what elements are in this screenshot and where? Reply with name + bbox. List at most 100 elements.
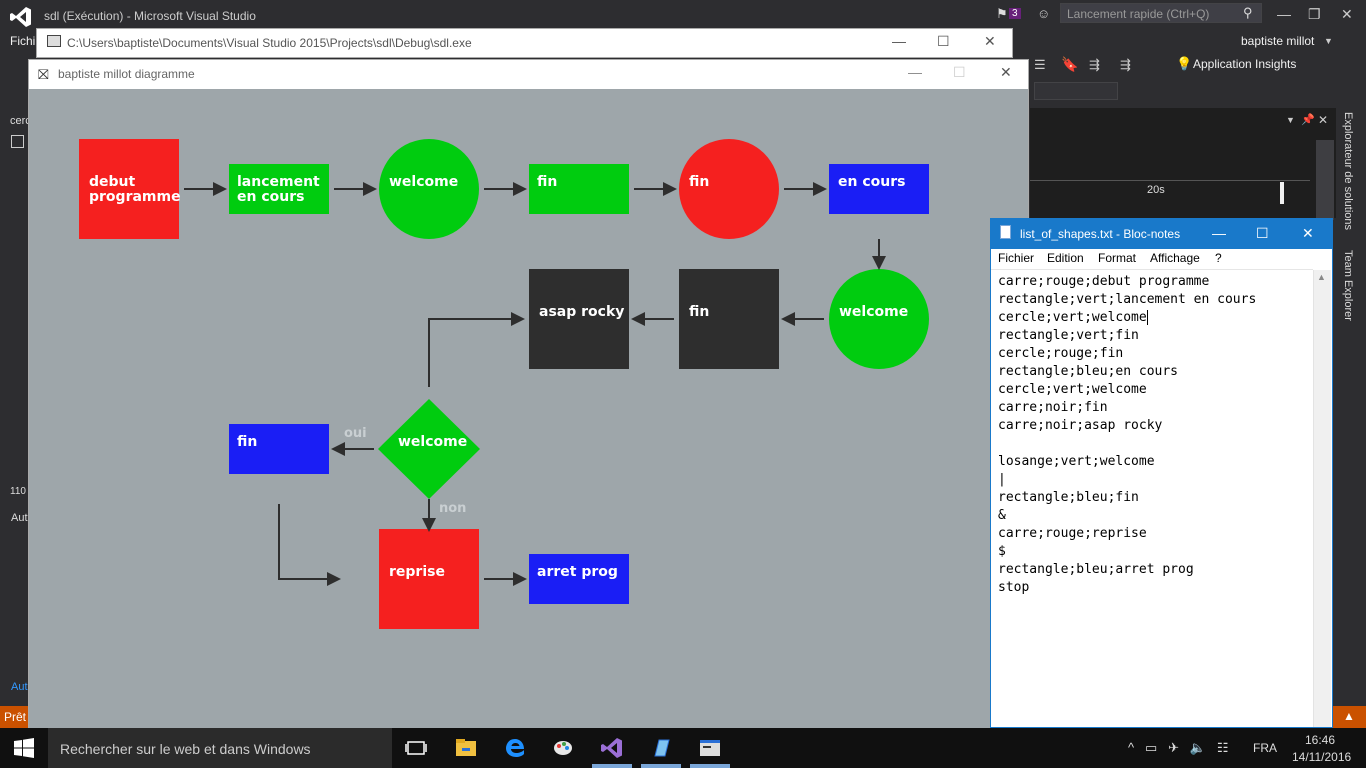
label-lancement-line1: lancement [237, 174, 320, 190]
battery-icon[interactable]: ▭ [1144, 740, 1158, 755]
taskbar-search-box[interactable] [48, 728, 392, 768]
label-welcome-2: welcome [839, 304, 909, 320]
clock-time[interactable]: 16:46 [1304, 733, 1336, 747]
notepad-taskbar-icon[interactable] [649, 736, 673, 760]
text-line [998, 435, 1256, 453]
notepad-scrollbar[interactable] [1313, 270, 1331, 727]
sdl-close-icon[interactable]: ✕ [1000, 64, 1012, 80]
search-icon[interactable]: ⚲ [1243, 5, 1253, 20]
text-line: losange;vert;welcome [998, 454, 1155, 469]
paint-app-icon[interactable] [551, 736, 575, 760]
task-view-icon[interactable] [404, 736, 428, 760]
notification-flag-icon[interactable]: ⚑ [996, 6, 1008, 21]
taskbar-search-placeholder[interactable]: Rechercher sur le web et dans Windows [60, 741, 311, 757]
console-maximize-icon[interactable]: ☐ [937, 33, 950, 49]
timeline-marker[interactable] [1280, 182, 1284, 204]
branch-yes-label: oui [344, 426, 367, 441]
label-welcome-diamond: welcome [398, 434, 468, 450]
console-minimize-icon[interactable]: — [892, 33, 906, 49]
timeline-label: 20s [1147, 184, 1165, 196]
notepad-window[interactable] [990, 218, 1333, 728]
shape-fin-blue [229, 424, 329, 474]
feedback-icon[interactable]: ☺ [1037, 6, 1051, 21]
zoom-level[interactable]: 110 [10, 486, 26, 497]
shape-en-cours [829, 164, 929, 214]
show-hidden-icon[interactable]: ^ [1128, 740, 1135, 755]
shape-fin-dark [679, 269, 779, 369]
pin-icon[interactable]: 📌 [1301, 114, 1315, 126]
console-close-icon[interactable]: ✕ [984, 33, 996, 49]
autos-tab-2[interactable]: Aut [11, 681, 28, 693]
notepad-close-icon[interactable]: ✕ [1302, 225, 1314, 241]
vs-window-title: sdl (Exécution) - Microsoft Visual Studi… [44, 9, 256, 23]
notepad-menubar [991, 249, 1332, 269]
notepad-menu-fichier[interactable]: Fichier [998, 251, 1035, 265]
action-center-icon[interactable]: ☷ [1216, 740, 1229, 755]
text-line: carre;noir;fin [998, 400, 1108, 415]
notepad-menu-help[interactable]: ? [1215, 251, 1222, 265]
autos-tab[interactable]: Aut [11, 512, 28, 524]
quick-launch-input[interactable]: Lancement rapide (Ctrl+Q) [1060, 3, 1262, 23]
system-tray-icons[interactable]: ^ ▭ ✈ 🔈 ☷ [1128, 740, 1229, 756]
text-line: cercle;rouge;fin [998, 346, 1124, 361]
console-taskbar-icon[interactable] [698, 736, 722, 760]
diagnostic-tools-panel [1030, 108, 1336, 218]
application-insights-button[interactable]: Application Insights [1193, 57, 1297, 71]
shape-welcome-circle-2 [829, 269, 929, 369]
user-chevron-icon[interactable]: ▼ [1324, 36, 1333, 46]
publish-arrow-icon[interactable]: ▲ [1343, 709, 1355, 723]
lightbulb-icon: 💡 [1176, 56, 1193, 71]
toolbar-icon-2[interactable]: ⇶ [1089, 57, 1100, 72]
notepad-menu-edition[interactable]: Edition [1047, 251, 1084, 265]
panel-scrollbar[interactable] [1316, 140, 1334, 220]
vs-maximize-icon[interactable]: ❐ [1308, 6, 1321, 22]
vs-menu-file[interactable]: Fichi [10, 34, 36, 48]
sdl-window-title: baptiste millot diagramme [58, 67, 195, 81]
label-lancement: lancement en cours [237, 175, 320, 205]
visual-studio-logo-icon [10, 7, 31, 27]
toolbar-icon-3[interactable]: ⇶ [1120, 57, 1131, 72]
diagram-svg [79, 139, 929, 629]
notepad-app-icon [1000, 225, 1011, 239]
notepad-menu-affichage[interactable]: Affichage [1150, 251, 1200, 265]
input-language[interactable]: FRA [1253, 741, 1277, 755]
timeline-ruler [1030, 180, 1310, 181]
notification-count-badge: 3 [1009, 8, 1021, 19]
sdl-minimize-icon[interactable]: — [908, 64, 922, 80]
team-explorer-tab[interactable]: Team Explorer [1342, 250, 1354, 321]
file-explorer-icon[interactable] [454, 736, 478, 760]
clock-date[interactable]: 14/11/2016 [1292, 750, 1352, 764]
vs-panel-icon[interactable] [11, 135, 24, 148]
notepad-menu-format[interactable]: Format [1098, 251, 1137, 265]
scroll-up-icon[interactable]: ▲ [1317, 272, 1326, 282]
label-debut-line1: debut [89, 174, 136, 190]
vs-user-account[interactable]: baptiste millot [1241, 34, 1315, 48]
notepad-minimize-icon[interactable]: — [1212, 225, 1226, 241]
console-window[interactable] [36, 28, 1013, 58]
label-asap-rocky: asap rocky [539, 304, 625, 320]
notepad-maximize-icon[interactable]: ☐ [1256, 225, 1269, 241]
branch-no-label: non [439, 501, 467, 516]
panel-dropdown-icon[interactable]: ▼ [1286, 115, 1295, 125]
network-icon[interactable]: ✈ [1168, 740, 1179, 755]
vs-document-tab[interactable]: cerc [10, 115, 31, 127]
volume-icon[interactable]: 🔈 [1189, 740, 1207, 755]
vs-minimize-icon[interactable]: — [1277, 6, 1291, 22]
label-arret-prog: arret prog [537, 564, 618, 580]
vs-close-icon[interactable]: ✕ [1341, 6, 1353, 22]
panel-close-icon[interactable]: ✕ [1318, 113, 1329, 127]
label-en-cours: en cours [838, 174, 906, 190]
console-window-title: C:\Users\baptiste\Documents\Visual Studi… [67, 36, 472, 50]
bookmark-icon[interactable]: 🔖 [1061, 56, 1079, 72]
text-line: rectangle;bleu;arret prog [998, 562, 1194, 577]
visual-studio-taskbar-icon[interactable] [600, 736, 624, 760]
text-line: rectangle;vert;lancement en cours [998, 292, 1257, 307]
solution-explorer-tab[interactable]: Explorateur de solutions [1342, 112, 1354, 231]
sdl-app-icon: ⛝ [38, 66, 49, 82]
edge-browser-icon[interactable] [503, 736, 527, 760]
arrow-12 [278, 504, 341, 586]
windows-start-icon[interactable] [14, 738, 34, 758]
toolbar-dropdown[interactable] [1034, 82, 1118, 100]
toolbar-list-icon[interactable]: ☰ [1034, 57, 1046, 72]
